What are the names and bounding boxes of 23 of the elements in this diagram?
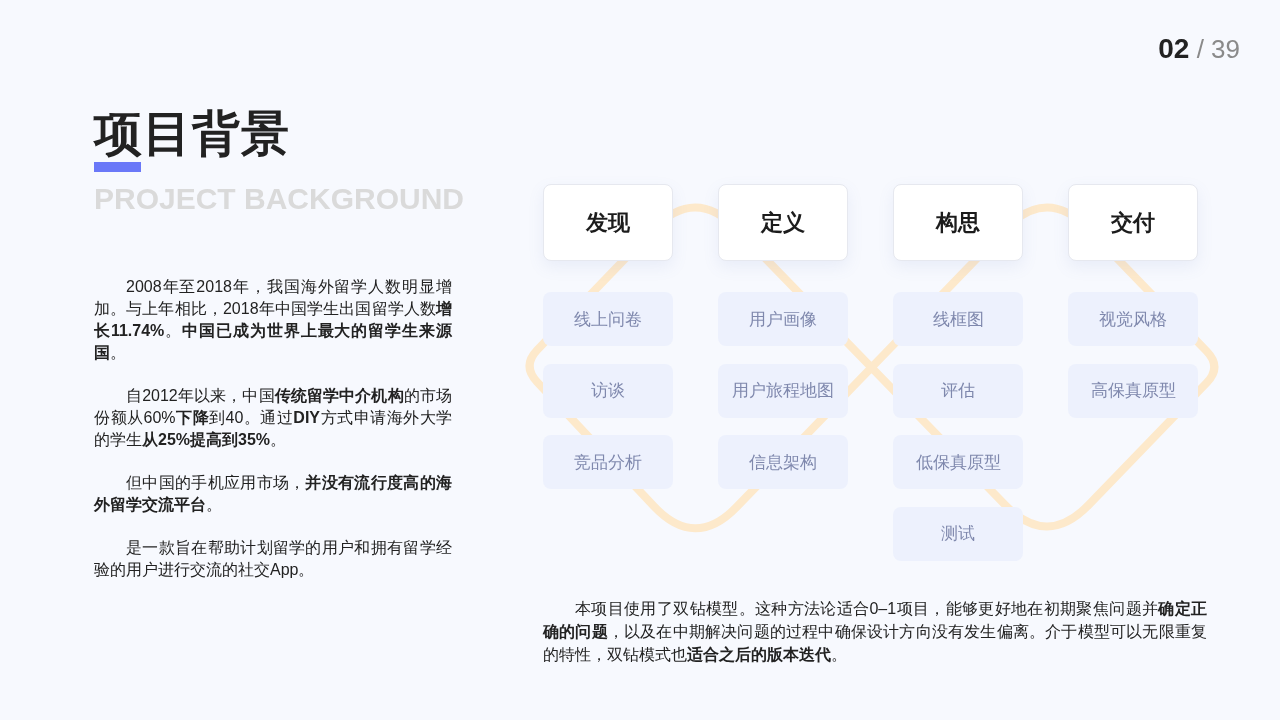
method-tag: 访谈 xyxy=(543,363,673,418)
method-tag: 线框图 xyxy=(893,292,1023,346)
slide-title: 项目背景 xyxy=(94,108,290,160)
method-tag: 竞品分析 xyxy=(543,435,673,489)
method-tag: 用户画像 xyxy=(718,292,848,346)
page-number: 02 / 39 xyxy=(1158,32,1240,66)
body-paragraph: 但中国的手机应用市场，并没有流行度高的海外留学交流平台。 xyxy=(94,473,452,515)
method-tag: 线上问卷 xyxy=(543,292,673,346)
method-tag: 评估 xyxy=(893,363,1023,418)
phase-card: 交付 xyxy=(1068,184,1198,261)
method-tag: 低保真原型 xyxy=(893,435,1023,489)
phase-card: 定义 xyxy=(718,184,848,261)
method-tag: 高保真原型 xyxy=(1068,363,1198,418)
body-paragraph: 2008年至2018年，我国海外留学人数明显增加。与上年相比，2018年中国学生出国留学人数增长11.74%。中国已成为世界上最大的留学生来源国。 xyxy=(94,277,452,363)
body-paragraph: 自2012年以来，中国传统留学中介机构的市场份额从60%下降到40。通过DIY方式申请海外大学的学生从25%提高到35%。 xyxy=(94,386,452,450)
phase-card: 发现 xyxy=(543,184,673,261)
method-tag: 用户旅程地图 xyxy=(718,363,848,418)
summary-paragraph: 本项目使用了双钻模型。这种方法论适合0–1项目，能够更好地在初期聚焦问题并确定正确的问题，以及在中期解决问题的过程中确保设计方向没有发生偏离。介于模型可以无限重复的特性，双钻模式也适合之后的版本迭代。 xyxy=(543,599,1207,665)
method-tag: 视觉风格 xyxy=(1068,292,1198,346)
phase-card: 构思 xyxy=(893,184,1023,261)
method-tag: 测试 xyxy=(893,506,1023,561)
method-tag: 信息架构 xyxy=(718,435,848,489)
body-paragraph: 是一款旨在帮助计划留学的用户和拥有留学经验的用户进行交流的社交App。 xyxy=(94,538,452,580)
